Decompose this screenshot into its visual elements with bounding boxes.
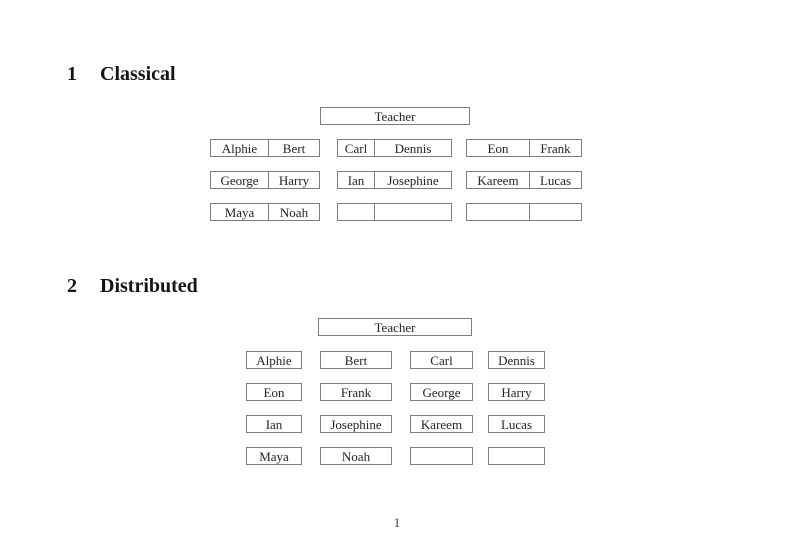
- teacher-box: Teacher: [320, 107, 470, 125]
- desk: Noah: [320, 447, 392, 465]
- desk-seat: Kareem: [467, 172, 530, 188]
- desk-seat: Eon: [467, 140, 530, 156]
- desk-empty: [410, 447, 473, 465]
- desk-seat-empty: [338, 204, 375, 220]
- desk: Bert: [320, 351, 392, 369]
- desk: Eon Frank: [466, 139, 582, 157]
- desk: Maya: [246, 447, 302, 465]
- desk: Ian: [246, 415, 302, 433]
- section-heading-distributed: 2 Distributed: [67, 275, 198, 297]
- desk-seat: Josephine: [387, 172, 439, 188]
- desk: Kareem: [410, 415, 473, 433]
- desk-seat: Maya: [211, 204, 269, 220]
- desk: Lucas: [488, 415, 545, 433]
- teacher-box: Teacher: [318, 318, 472, 336]
- desk-seat: Frank: [540, 140, 571, 156]
- desk-seat-empty: [375, 204, 451, 220]
- desk-seat: Ian: [338, 172, 375, 188]
- desk-seat: Carl: [338, 140, 375, 156]
- page-number: 1: [393, 515, 401, 530]
- desk: Josephine: [320, 415, 392, 433]
- section-heading-classical: 1 Classical: [67, 63, 176, 85]
- desk: Dennis: [488, 351, 545, 369]
- desk: [337, 203, 452, 221]
- desk: Maya Noah: [210, 203, 320, 221]
- section-title: Distributed: [100, 275, 198, 297]
- desk-seat: Dennis: [394, 140, 432, 156]
- desk: Carl Dennis: [337, 139, 452, 157]
- desk-seat-empty: [467, 204, 530, 220]
- desk: Eon: [246, 383, 302, 401]
- desk-seat: Harry: [278, 172, 310, 188]
- desk-seat: Lucas: [539, 172, 572, 188]
- section-title: Classical: [100, 63, 176, 85]
- desk-seat-empty: [530, 204, 581, 220]
- desk: [466, 203, 582, 221]
- desk: Ian Josephine: [337, 171, 452, 189]
- desk-seat: Noah: [279, 204, 309, 220]
- desk: Alphie: [246, 351, 302, 369]
- desk: Kareem Lucas: [466, 171, 582, 189]
- desk-seat: Bert: [282, 140, 306, 156]
- desk: Frank: [320, 383, 392, 401]
- desk: George Harry: [210, 171, 320, 189]
- desk: Harry: [488, 383, 545, 401]
- desk-seat: George: [211, 172, 269, 188]
- desk-empty: [488, 447, 545, 465]
- section-number: 1: [67, 63, 77, 85]
- section-number: 2: [67, 275, 77, 297]
- desk: Carl: [410, 351, 473, 369]
- desk: George: [410, 383, 473, 401]
- desk-seat: Alphie: [211, 140, 269, 156]
- desk: Alphie Bert: [210, 139, 320, 157]
